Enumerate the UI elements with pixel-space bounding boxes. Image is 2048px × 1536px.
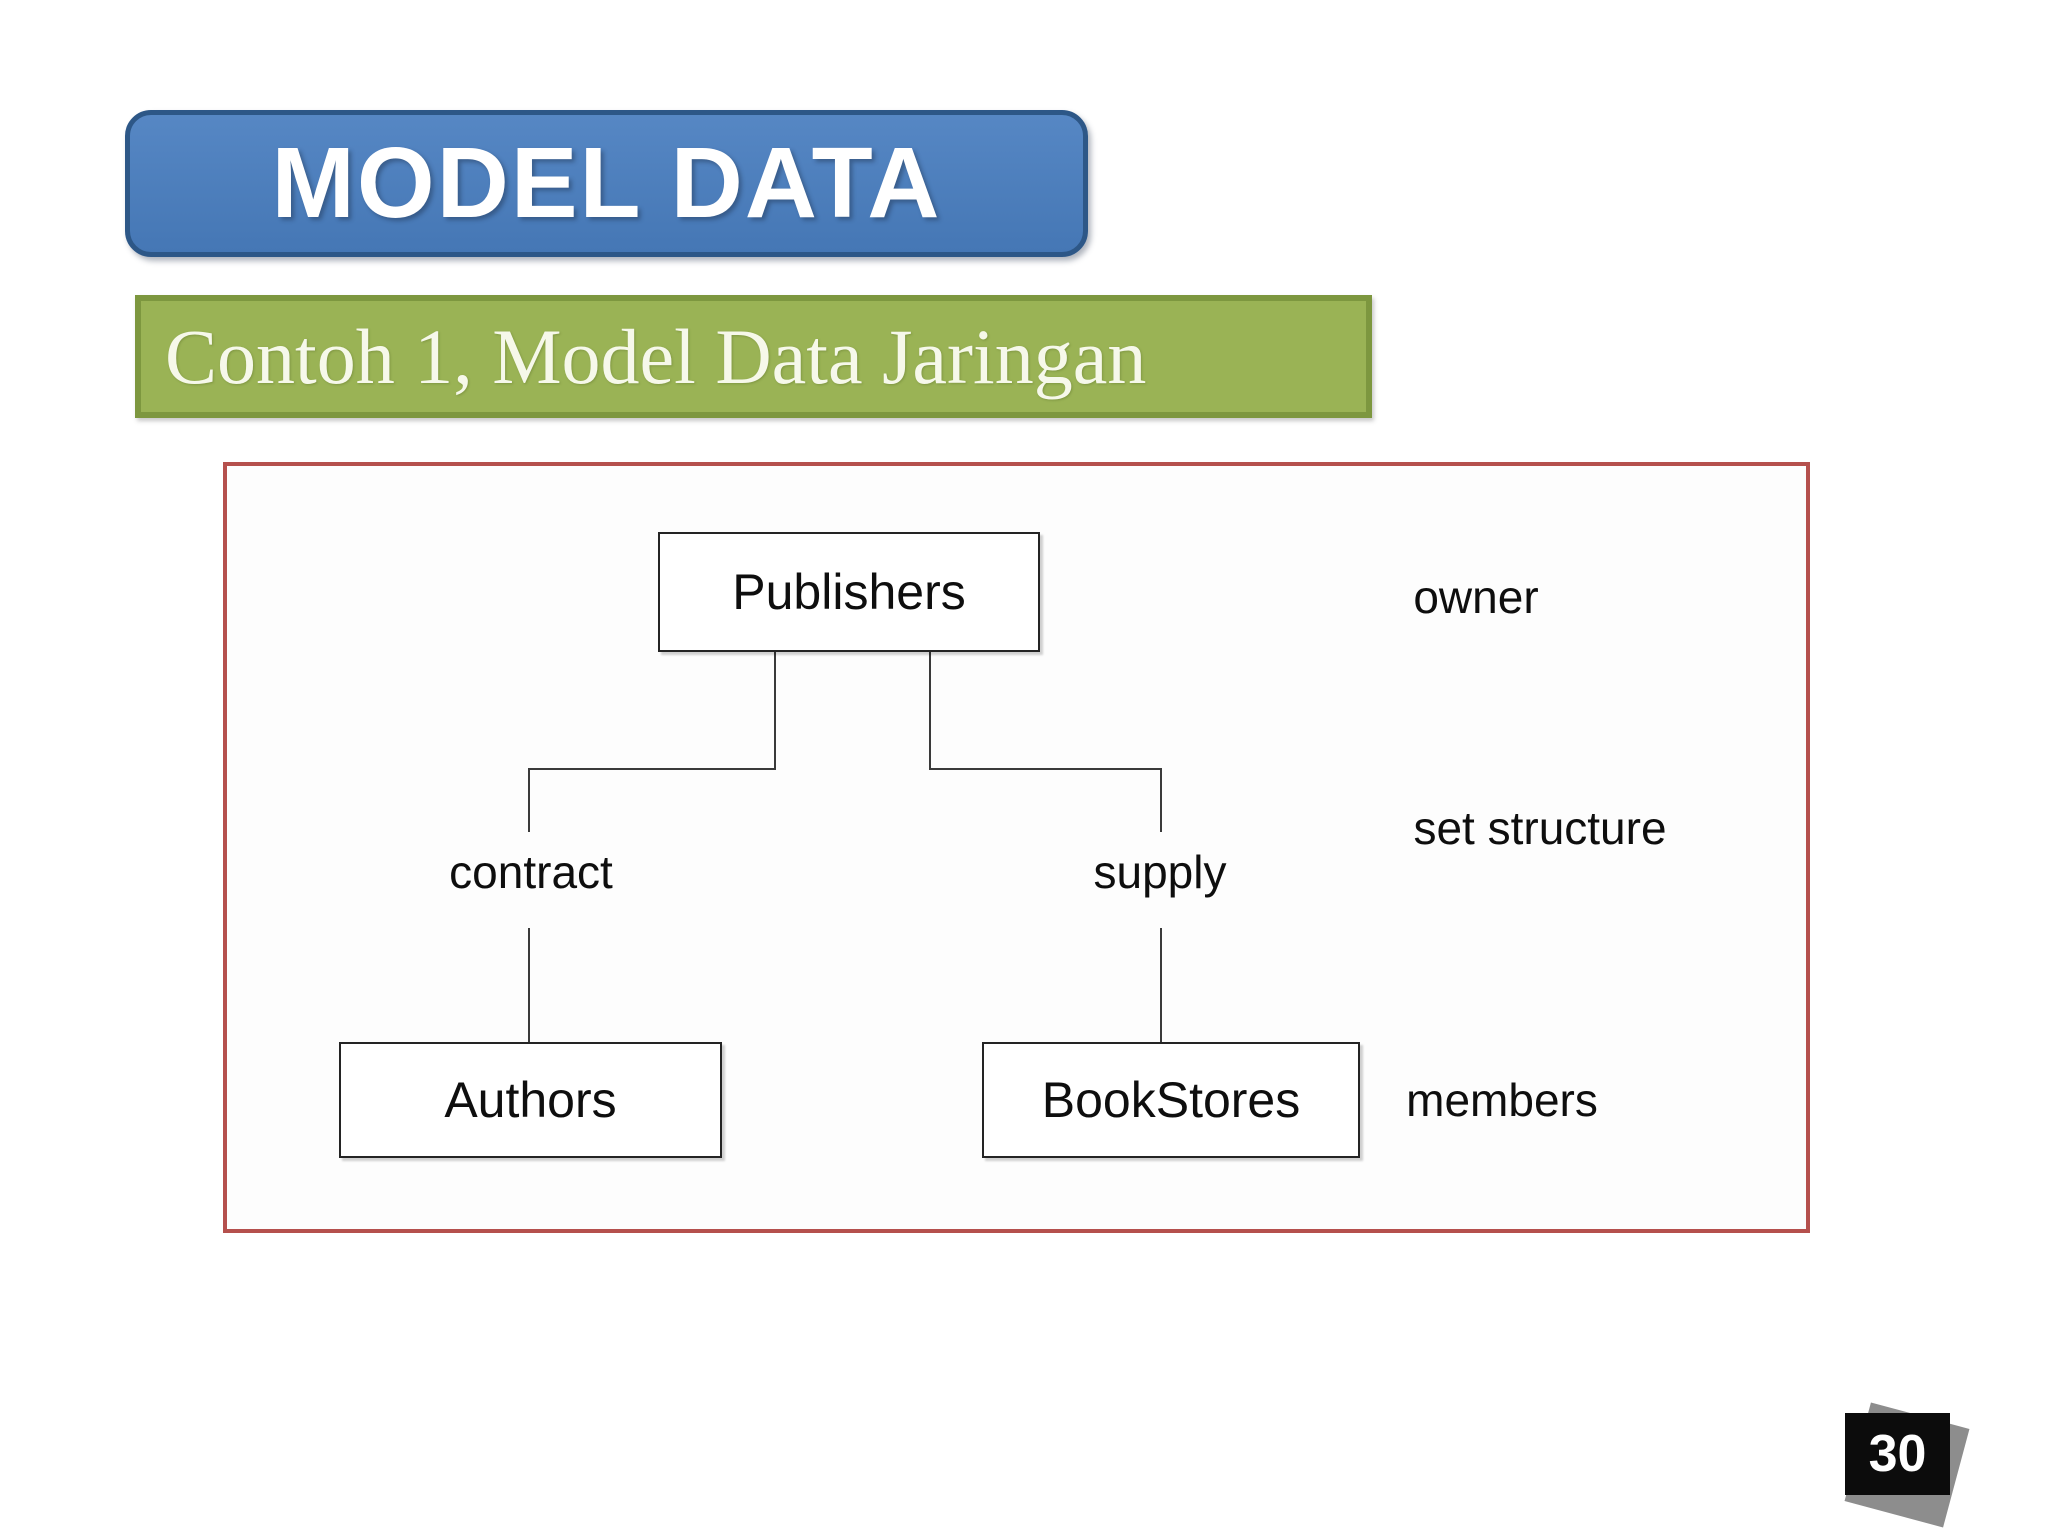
node-bookstores-label: BookStores xyxy=(1041,1072,1301,1128)
node-publishers: Publishers xyxy=(658,532,1040,652)
connector-left-horizontal xyxy=(528,768,776,770)
node-publishers-label: Publishers xyxy=(732,564,966,620)
page-number: 30 xyxy=(1868,1425,1927,1483)
slide-subtitle: Contoh 1, Model Data Jaringan xyxy=(165,312,1147,400)
page-number-badge: 30 xyxy=(1845,1413,1950,1495)
connector-to-supply-label xyxy=(1160,768,1162,832)
connector-publishers-right-stub xyxy=(929,652,931,769)
connector-contract-to-authors xyxy=(528,928,530,1042)
connector-to-contract-label xyxy=(528,768,530,832)
annotation-members: members xyxy=(1406,1074,1598,1126)
set-label-contract: contract xyxy=(449,846,613,898)
annotation-set-structure: set structure xyxy=(1413,802,1667,854)
connector-publishers-left-stub xyxy=(774,652,776,769)
node-bookstores: BookStores xyxy=(982,1042,1360,1158)
connector-supply-to-bookstores xyxy=(1160,928,1162,1042)
node-authors: Authors xyxy=(339,1042,722,1158)
set-label-supply: supply xyxy=(1093,846,1227,898)
annotation-owner: owner xyxy=(1413,571,1539,623)
slide-title: MODEL DATA xyxy=(271,127,942,239)
connector-right-horizontal xyxy=(929,768,1162,770)
title-banner: MODEL DATA xyxy=(125,110,1088,257)
subtitle-bar: Contoh 1, Model Data Jaringan xyxy=(135,295,1372,418)
node-authors-label: Authors xyxy=(444,1072,617,1128)
